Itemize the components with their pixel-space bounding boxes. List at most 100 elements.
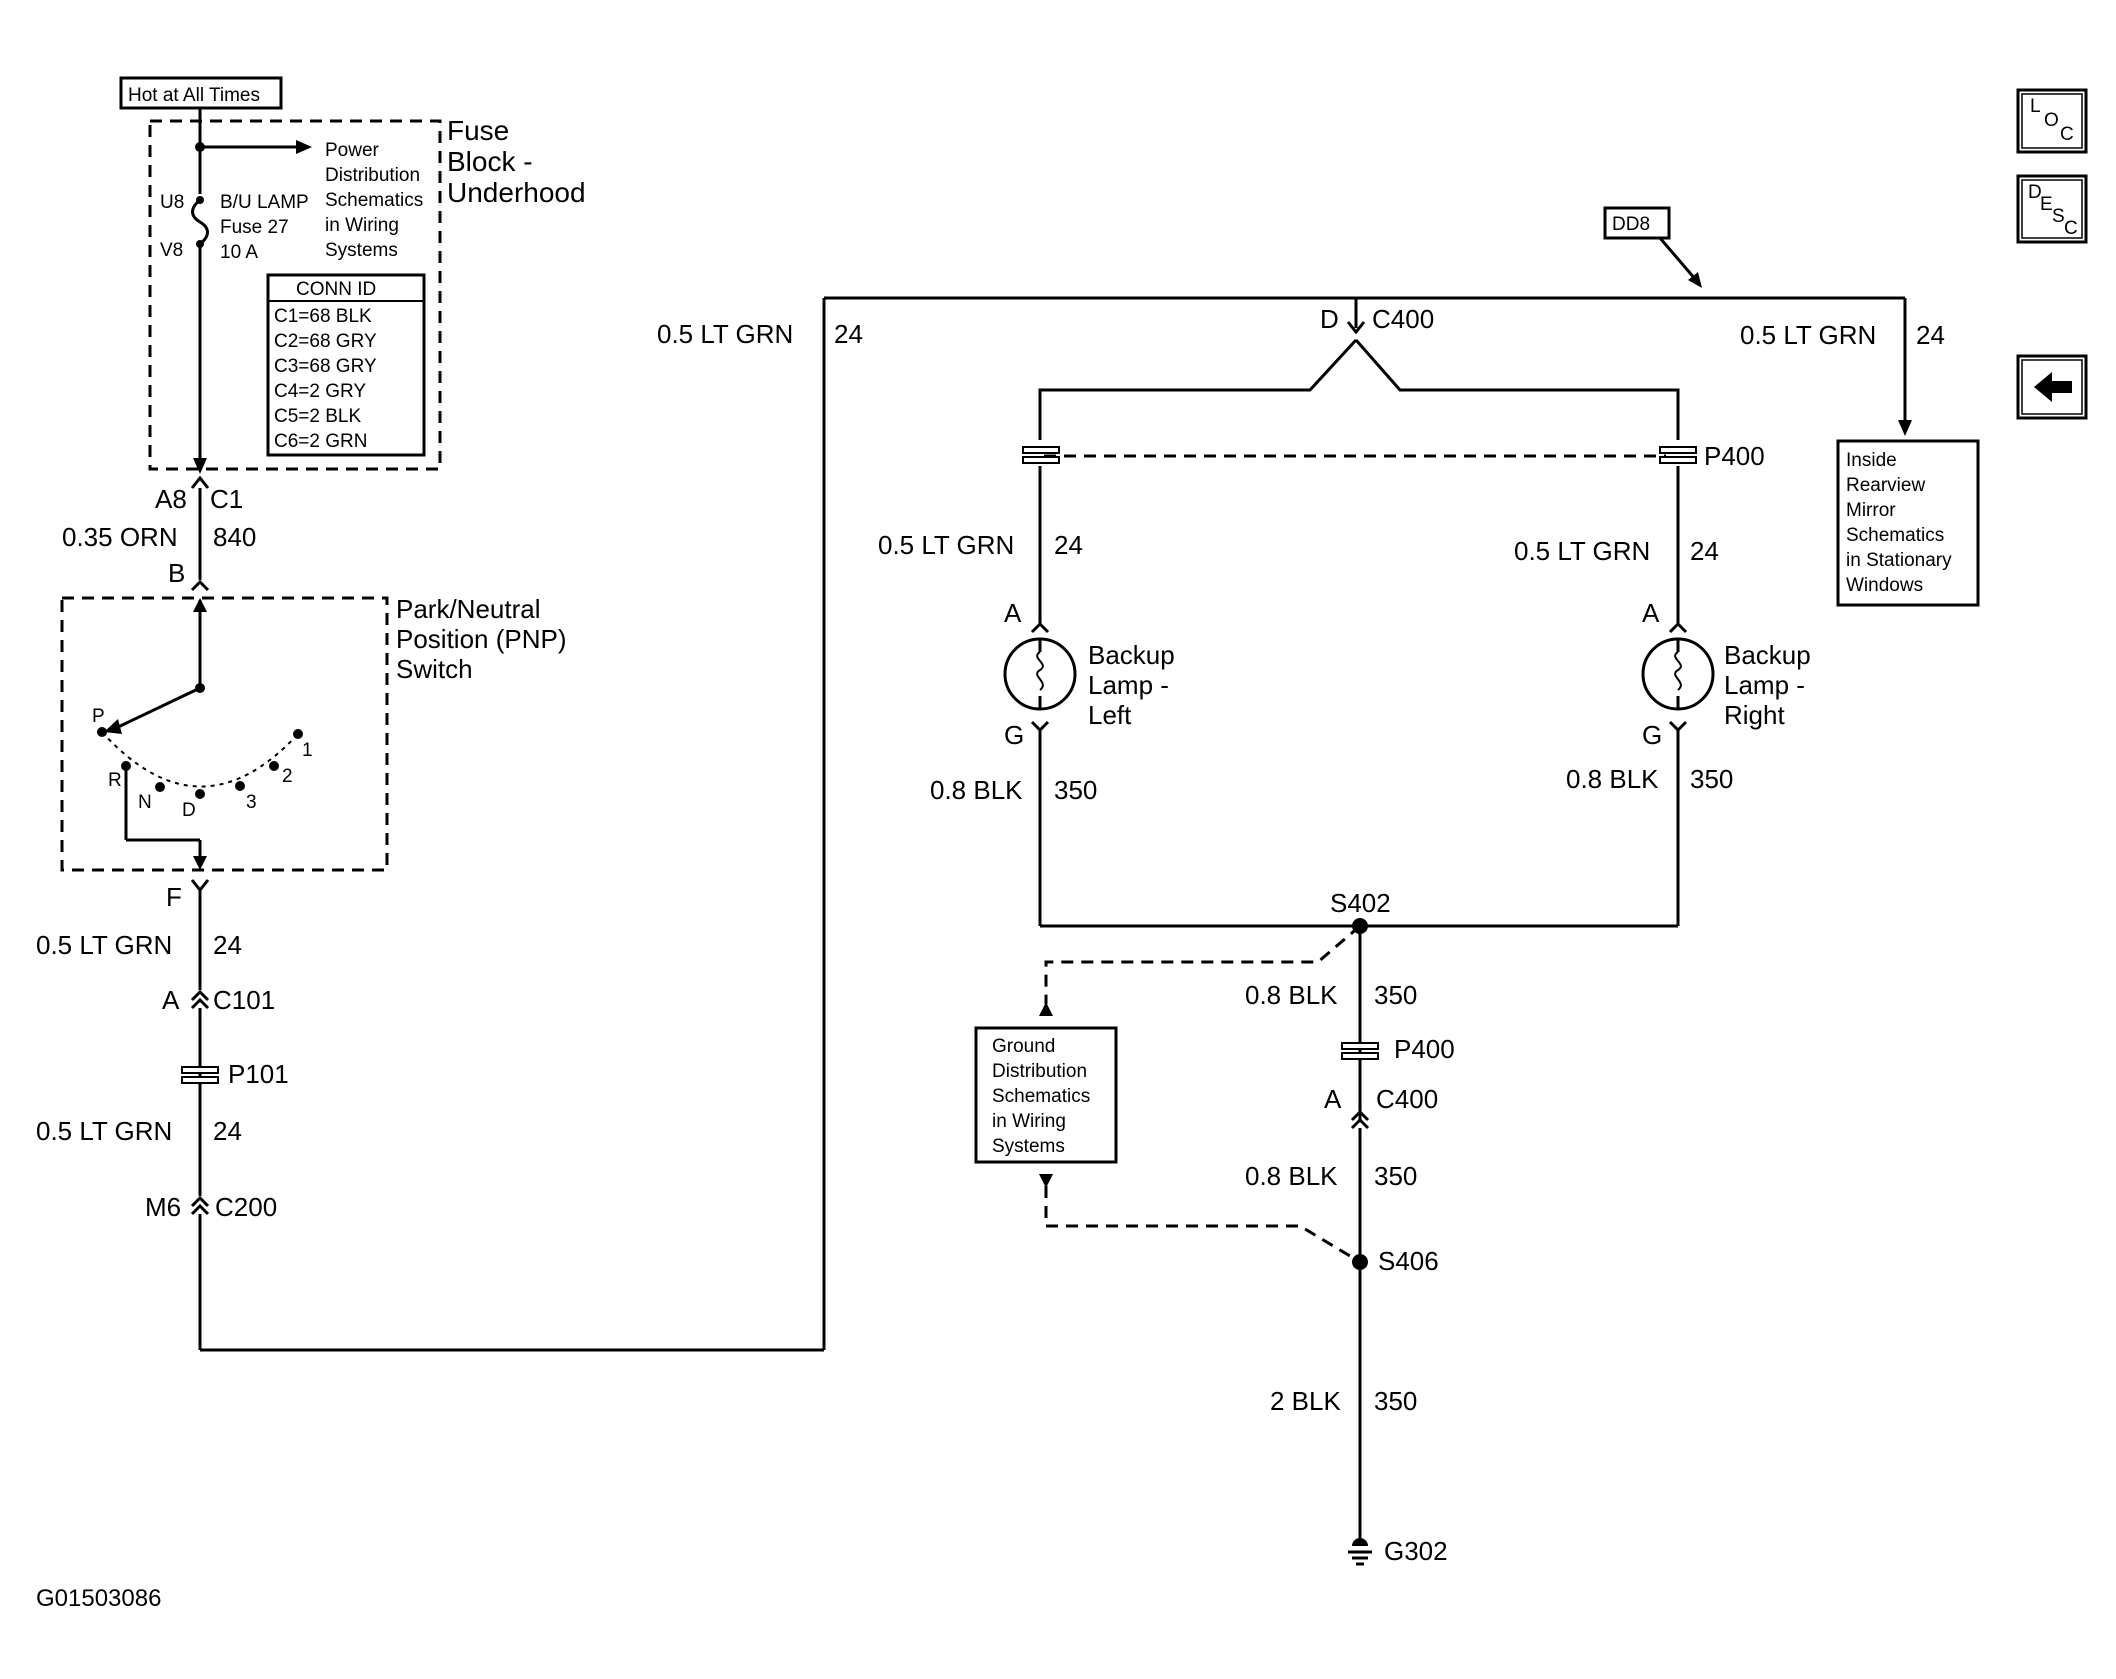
svg-text:2 BLK: 2 BLK [1270,1386,1341,1416]
svg-text:0.5 LT GRN: 0.5 LT GRN [878,530,1014,560]
svg-text:C200: C200 [215,1192,277,1222]
svg-text:Distribution: Distribution [992,1061,1087,1082]
svg-text:G: G [1642,720,1662,750]
svg-text:Power: Power [325,140,380,161]
fuse-block-underhood: Fuse Block - Underhood U8 V8 B/U LAMP Fu… [148,108,586,474]
svg-text:E: E [2040,194,2053,215]
svg-text:A8: A8 [155,484,187,514]
svg-text:840: 840 [213,522,256,552]
svg-text:Backup: Backup [1088,640,1175,670]
svg-text:Systems: Systems [992,1136,1065,1157]
mirror-schematics-reference[interactable]: Inside Rearview Mirror Schematics in Sta… [1836,439,1980,607]
power-distribution-reference[interactable]: Power Distribution Schematics in Wiring … [325,140,423,261]
backup-lamp-right: 0.5 LT GRN 24 A Backup Lamp - Right G 0.… [1514,466,1811,926]
svg-text:0.35 ORN: 0.35 ORN [62,522,178,552]
left-lower-circuit: F 0.5 LT GRN 24 A C101 P101 0.5 LT GRN 2… [36,298,826,1352]
hot-at-all-times-label: Hot at All Times [119,76,283,110]
svg-text:in Stationary: in Stationary [1846,550,1952,571]
svg-text:C400: C400 [1376,1084,1438,1114]
svg-text:C5=2 BLK: C5=2 BLK [274,406,361,427]
svg-text:C2=68 GRY: C2=68 GRY [274,331,377,352]
svg-text:P: P [92,706,105,727]
svg-text:Windows: Windows [1846,575,1923,596]
svg-text:CONN ID: CONN ID [296,279,376,300]
svg-text:G302: G302 [1384,1536,1448,1566]
svg-text:R: R [108,770,122,791]
svg-text:0.8 BLK: 0.8 BLK [1245,1161,1338,1191]
svg-text:C1: C1 [210,484,243,514]
svg-text:C3=68 GRY: C3=68 GRY [274,356,377,377]
svg-text:24: 24 [213,1116,242,1146]
svg-text:P400: P400 [1394,1034,1455,1064]
svg-text:Fuse 27: Fuse 27 [220,217,289,238]
svg-text:Schematics: Schematics [325,190,423,211]
svg-text:Switch: Switch [396,654,473,684]
svg-text:0.5 LT GRN: 0.5 LT GRN [657,319,793,349]
loc-button[interactable]: L O C [2016,88,2088,154]
svg-text:Backup: Backup [1724,640,1811,670]
svg-text:U8: U8 [160,192,184,213]
svg-text:N: N [138,792,152,813]
svg-text:Ground: Ground [992,1036,1055,1057]
svg-text:P101: P101 [228,1059,289,1089]
svg-text:C101: C101 [213,985,275,1015]
svg-text:0.5 LT GRN: 0.5 LT GRN [36,1116,172,1146]
svg-text:B/U LAMP: B/U LAMP [220,192,309,213]
svg-text:Lamp -: Lamp - [1724,670,1805,700]
svg-text:24: 24 [1054,530,1083,560]
top-trunk: 0.5 LT GRN 24 D C400 DD8 0.5 LT GRN 24 I… [657,206,1980,607]
svg-text:P400: P400 [1704,441,1765,471]
pnp-switch: Park/Neutral Position (PNP) Switch P R N… [60,594,567,872]
svg-text:C6=2 GRN: C6=2 GRN [274,431,367,452]
svg-text:C1=68 BLK: C1=68 BLK [274,306,372,327]
left-arrow-icon [2034,372,2072,402]
ground-distribution-reference[interactable]: Ground Distribution Schematics in Wiring… [974,1026,1118,1164]
svg-text:in Wiring: in Wiring [325,215,399,236]
svg-text:C: C [2060,124,2074,145]
desc-button[interactable]: D E S C [2016,174,2088,244]
svg-text:350: 350 [1374,1161,1417,1191]
svg-text:O: O [2044,110,2059,131]
svg-text:B: B [168,558,185,588]
backup-lamp-left: 0.5 LT GRN 24 A Backup Lamp - Left G 0.8… [878,466,1175,926]
svg-text:Inside: Inside [1846,450,1897,471]
svg-text:0.5 LT GRN: 0.5 LT GRN [1514,536,1650,566]
svg-text:M6: M6 [145,1192,181,1222]
svg-text:S406: S406 [1378,1246,1439,1276]
svg-text:Mirror: Mirror [1846,500,1896,521]
backup-lamps: P400 0.5 LT GRN 24 A Backup Lamp - Left … [878,441,1811,928]
svg-text:A: A [162,985,180,1015]
svg-text:C: C [2064,218,2078,239]
svg-text:Distribution: Distribution [325,165,420,186]
svg-text:Lamp -: Lamp - [1088,670,1169,700]
svg-text:Fuse: Fuse [447,115,509,146]
svg-text:A: A [1324,1084,1342,1114]
svg-text:C400: C400 [1372,304,1434,334]
svg-text:24: 24 [1916,320,1945,350]
svg-text:A: A [1004,598,1022,628]
svg-text:2: 2 [282,766,293,787]
svg-text:S402: S402 [1330,888,1391,918]
svg-text:Position (PNP): Position (PNP) [396,624,567,654]
svg-text:10 A: 10 A [220,242,258,263]
svg-text:Hot at All Times: Hot at All Times [128,85,260,106]
svg-text:D: D [1320,304,1339,334]
svg-text:0.8 BLK: 0.8 BLK [1245,980,1338,1010]
svg-text:D: D [182,800,196,821]
svg-text:D: D [2028,182,2042,203]
svg-text:Right: Right [1724,700,1785,730]
figure-id: G01503086 [36,1585,161,1612]
svg-text:24: 24 [1690,536,1719,566]
svg-text:350: 350 [1054,775,1097,805]
svg-text:G: G [1004,720,1024,750]
svg-text:24: 24 [834,319,863,349]
svg-text:0.8 BLK: 0.8 BLK [930,775,1023,805]
ground-path: S402 0.8 BLK 350 P400 A C400 0.8 BLK 350… [974,888,1455,1566]
svg-text:350: 350 [1690,764,1733,794]
svg-text:Schematics: Schematics [992,1086,1090,1107]
back-button[interactable] [2016,354,2088,420]
svg-text:Left: Left [1088,700,1132,730]
svg-text:350: 350 [1374,980,1417,1010]
svg-text:F: F [166,882,182,912]
svg-text:L: L [2030,96,2041,117]
